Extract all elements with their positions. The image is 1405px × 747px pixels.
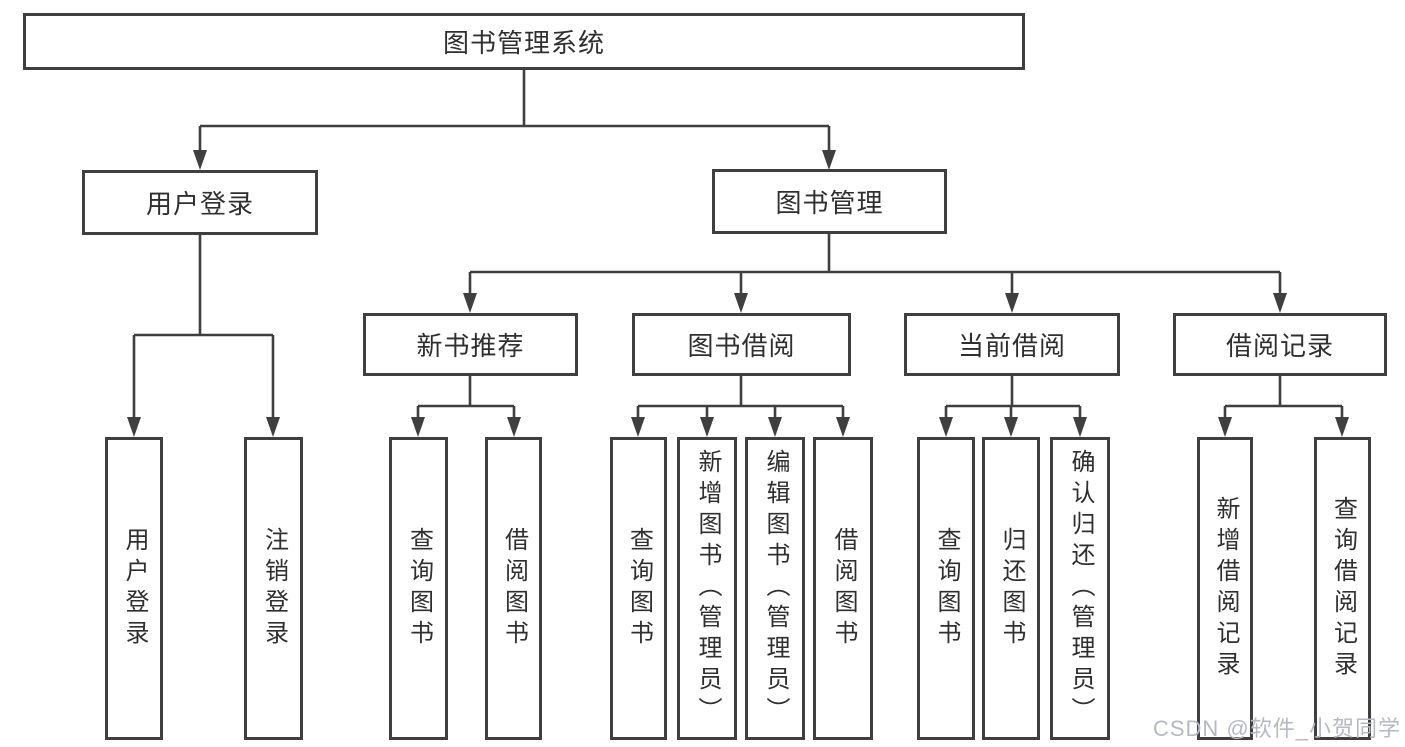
edge-user-login-children <box>132 235 275 420</box>
arrow-down-icon <box>700 417 714 437</box>
arrow-down-icon <box>631 417 645 437</box>
node-user-login: 用户登录 <box>82 170 318 235</box>
leaf-label: 注销登录 <box>260 526 288 651</box>
arrowheads <box>127 150 1349 437</box>
arrow-down-icon <box>193 150 207 170</box>
arrow-down-icon <box>1335 417 1349 437</box>
edge-root-to-level2 <box>198 69 831 153</box>
leaf-label: 查询借阅记录 <box>1329 495 1357 682</box>
leaf-add-book-admin: 新增图书（管理员） <box>677 437 737 740</box>
leaf-label: 查询图书 <box>933 526 960 651</box>
arrow-down-icon <box>822 150 836 170</box>
leaf-borrow-books: 借阅图书 <box>813 437 873 740</box>
csdn-watermark: CSDN @软件_小贺同学 <box>1152 716 1401 741</box>
node-new-book-recommendation: 新书推荐 <box>363 313 578 376</box>
arrow-down-icon <box>1005 293 1019 313</box>
arrow-down-icon <box>127 417 141 437</box>
leaf-add-borrow-record: 新增借阅记录 <box>1197 437 1253 740</box>
leaf-label: 借阅图书 <box>500 526 528 651</box>
leaf-label: 查询图书 <box>625 526 653 651</box>
leaf-label: 归还图书 <box>998 526 1025 651</box>
leaf-borrow-books-recommend: 借阅图书 <box>485 437 542 740</box>
arrow-down-icon <box>411 417 425 437</box>
arrow-down-icon <box>734 293 748 313</box>
leaf-logout-login: 注销登录 <box>244 437 303 740</box>
edge-borrow-record-children <box>1223 376 1344 420</box>
leaf-label: 用户登录 <box>121 526 148 651</box>
edge-new-book-children <box>416 376 516 420</box>
arrow-down-icon <box>1218 417 1232 437</box>
edge-book-management-children <box>468 234 1282 296</box>
leaf-label: 查询图书 <box>405 526 433 651</box>
leaf-user-login: 用户登录 <box>105 437 163 740</box>
leaf-label: 编辑图书（管理员） <box>762 449 789 728</box>
leaf-query-borrow-record: 查询借阅记录 <box>1314 437 1371 740</box>
leaf-return-books: 归还图书 <box>982 437 1040 740</box>
arrow-down-icon <box>463 293 477 313</box>
arrow-down-icon <box>1004 417 1018 437</box>
edge-book-borrow-children <box>636 376 845 420</box>
node-current-borrowing: 当前借阅 <box>904 313 1120 376</box>
node-borrow-records: 借阅记录 <box>1173 313 1387 376</box>
leaf-label: 借阅图书 <box>830 526 857 651</box>
node-book-management: 图书管理 <box>712 169 947 234</box>
edge-current-borrow-children <box>944 376 1082 420</box>
leaf-confirm-return-admin: 确认归还（管理员） <box>1050 437 1110 740</box>
leaf-edit-book-admin: 编辑图书（管理员） <box>745 437 805 740</box>
node-book-borrowing: 图书借阅 <box>632 313 851 376</box>
leaf-label: 新增借阅记录 <box>1212 495 1239 682</box>
arrow-down-icon <box>836 417 850 437</box>
node-system-root: 图书管理系统 <box>23 13 1025 70</box>
arrow-down-icon <box>266 417 280 437</box>
arrow-down-icon <box>507 417 521 437</box>
arrow-down-icon <box>1273 293 1287 313</box>
leaf-label: 新增图书（管理员） <box>694 449 721 728</box>
leaf-query-books-current: 查询图书 <box>917 437 975 740</box>
leaf-label: 确认归还（管理员） <box>1067 449 1094 728</box>
leaf-query-books-recommend: 查询图书 <box>389 437 448 740</box>
arrow-down-icon <box>768 417 782 437</box>
arrow-down-icon <box>1073 417 1087 437</box>
arrow-down-icon <box>939 417 953 437</box>
leaf-query-books-borrowing: 查询图书 <box>610 437 667 740</box>
